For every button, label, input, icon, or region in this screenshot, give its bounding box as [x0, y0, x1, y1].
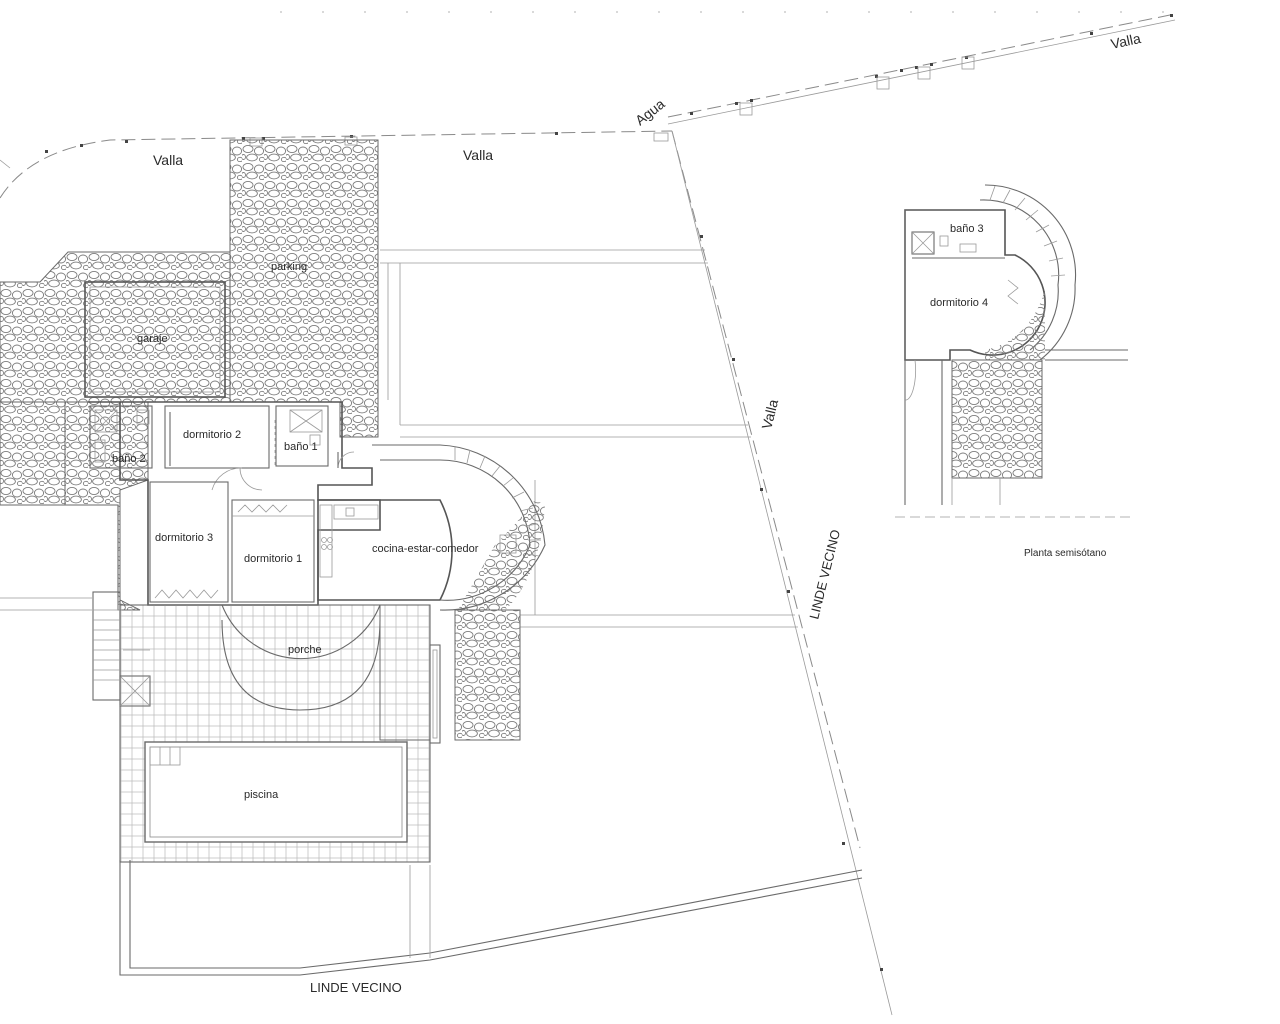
label-linde-vecino-bottom: LINDE VECINO: [310, 980, 402, 995]
room-bano-1: baño 1: [284, 441, 318, 453]
semibasement-plan: [895, 184, 1130, 518]
left-structure: [0, 159, 119, 598]
room-dormitorio-2: dormitorio 2: [183, 429, 241, 441]
room-parking: parking: [271, 261, 307, 273]
room-bano-2: baño 2: [112, 453, 146, 465]
label-valla-diag: Valla: [758, 397, 781, 430]
room-garaje: garaje: [137, 333, 168, 345]
room-dormitorio-3: dormitorio 3: [155, 532, 213, 544]
pool: [144, 741, 408, 843]
room-dormitorio-1: dormitorio 1: [244, 553, 302, 565]
kitchen-living: [317, 444, 546, 611]
room-bano-3: baño 3: [950, 223, 984, 235]
garage: [84, 281, 226, 398]
perimeter-fences: [0, 11, 1180, 1016]
terraces: [0, 249, 798, 628]
label-valla-top-right: Valla: [1109, 30, 1142, 52]
label-planta-semisotano: Planta semisótano: [1024, 548, 1107, 559]
room-porche: porche: [288, 644, 322, 656]
room-piscina: piscina: [244, 789, 279, 801]
room-dormitorio-4: dormitorio 4: [930, 297, 988, 309]
bottom-boundary: [119, 860, 863, 976]
room-cocina-estar-comedor: cocina-estar-comedor: [372, 543, 479, 555]
house-walls: [88, 401, 381, 606]
label-linde-vecino-diag: LINDE VECINO: [806, 528, 843, 621]
label-valla-center: Valla: [463, 147, 493, 163]
label-valla-left: Valla: [153, 152, 183, 168]
label-agua: Agua: [632, 95, 668, 128]
